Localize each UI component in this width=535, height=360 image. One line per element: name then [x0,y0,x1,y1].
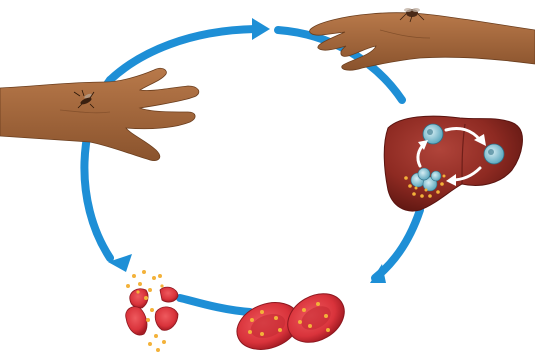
ruptured-cell-icon [126,270,178,352]
hand-left-skin [0,68,199,160]
cycle-arc-top-left [110,29,257,80]
ruptured-cell-fragment-2 [160,287,178,302]
hand-left [0,68,199,160]
hand-top-right-skin [310,13,535,70]
hand-top-right [310,8,535,70]
cycle-ring [84,29,420,312]
cycle-arc-bottom [180,298,250,312]
ruptured-cell-fragment-4 [155,307,178,330]
ruptured-cell-fragment-3 [126,307,147,335]
red-blood-cell-icon [230,284,353,358]
liver-body [384,116,522,211]
arrowhead-top [252,18,270,40]
liver-icon [384,116,522,211]
